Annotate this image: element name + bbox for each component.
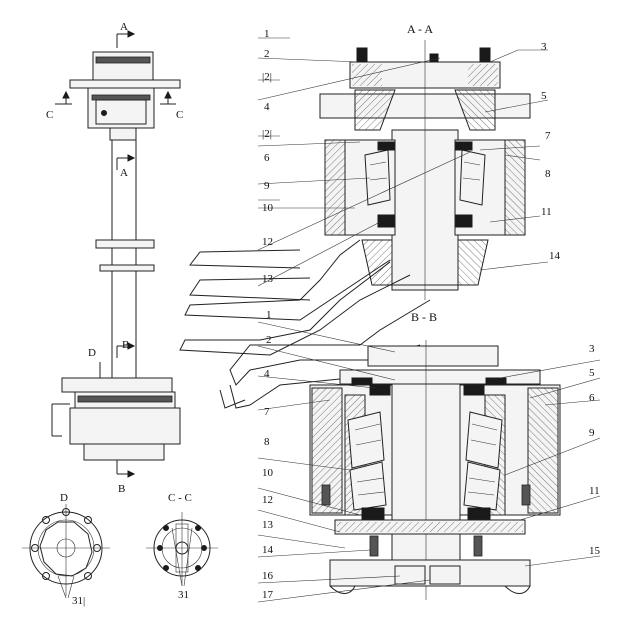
view-d-title: D xyxy=(60,492,68,504)
callout-aa-13: 13 xyxy=(262,273,273,285)
section-bb xyxy=(309,340,561,600)
callout-aa-1: 1 xyxy=(264,28,270,40)
callout-aa-2c: |2| xyxy=(262,128,272,140)
section-mark-a-top: A xyxy=(120,21,128,33)
section-aa-title: A - A xyxy=(407,22,434,36)
section-cc-detail xyxy=(146,512,218,587)
section-mark-a-mid: A xyxy=(120,167,128,179)
section-mark-c-right: C xyxy=(176,109,184,121)
callout-aa-8: 8 xyxy=(545,168,551,180)
callout-bb-4: 4 xyxy=(264,368,270,380)
callout-d-31: 31| xyxy=(72,595,86,607)
section-mark-c-left: C xyxy=(46,109,54,121)
section-aa xyxy=(319,40,531,300)
left-elevation-view xyxy=(51,30,181,478)
callout-bb-10: 10 xyxy=(262,467,273,479)
section-mark-b-top: B xyxy=(122,339,130,351)
callout-bb-15: 15 xyxy=(589,545,600,557)
callout-aa-6: 6 xyxy=(264,152,270,164)
callout-aa-2b: |2| xyxy=(262,71,272,83)
leader-bands xyxy=(179,239,431,409)
callout-aa-9: 9 xyxy=(264,180,270,192)
callout-bb-3: 3 xyxy=(589,343,595,355)
callout-bb-12: 12 xyxy=(262,494,273,506)
section-mark-b-bottom: B xyxy=(118,483,126,495)
callout-aa-3: 3 xyxy=(541,41,547,53)
callout-aa-10: 10 xyxy=(262,202,273,214)
callout-aa-7: 7 xyxy=(545,130,551,142)
callout-aa-11: 11 xyxy=(541,206,552,218)
callout-bb-13: 13 xyxy=(262,519,273,531)
callout-bb-5: 5 xyxy=(589,367,595,379)
callout-cc-31: 31 xyxy=(178,589,189,601)
callout-bb-8: 8 xyxy=(264,436,270,448)
section-mark-d: D xyxy=(88,347,96,359)
section-cc-title: C - C xyxy=(168,492,192,504)
section-bb-title: B - B xyxy=(411,310,438,324)
callout-bb-1: 1 xyxy=(266,309,272,321)
callout-bb-9: 9 xyxy=(589,427,595,439)
leader-lines xyxy=(257,37,601,603)
callout-aa-2: 2 xyxy=(264,48,270,60)
callout-bb-17: 17 xyxy=(262,589,273,601)
callout-bb-16: 16 xyxy=(262,570,273,582)
callout-aa-14: 14 xyxy=(549,250,560,262)
callout-bb-14: 14 xyxy=(262,544,273,556)
callout-bb-6: 6 xyxy=(589,392,595,404)
callout-bb-2: 2 xyxy=(266,334,272,346)
callout-aa-5: 5 xyxy=(541,90,547,102)
callout-bb-11: 11 xyxy=(589,485,600,497)
callout-aa-4: 4 xyxy=(264,101,270,113)
callout-aa-12: 12 xyxy=(262,236,273,248)
callout-bb-7: 7 xyxy=(264,406,270,418)
view-d-detail xyxy=(22,504,110,599)
